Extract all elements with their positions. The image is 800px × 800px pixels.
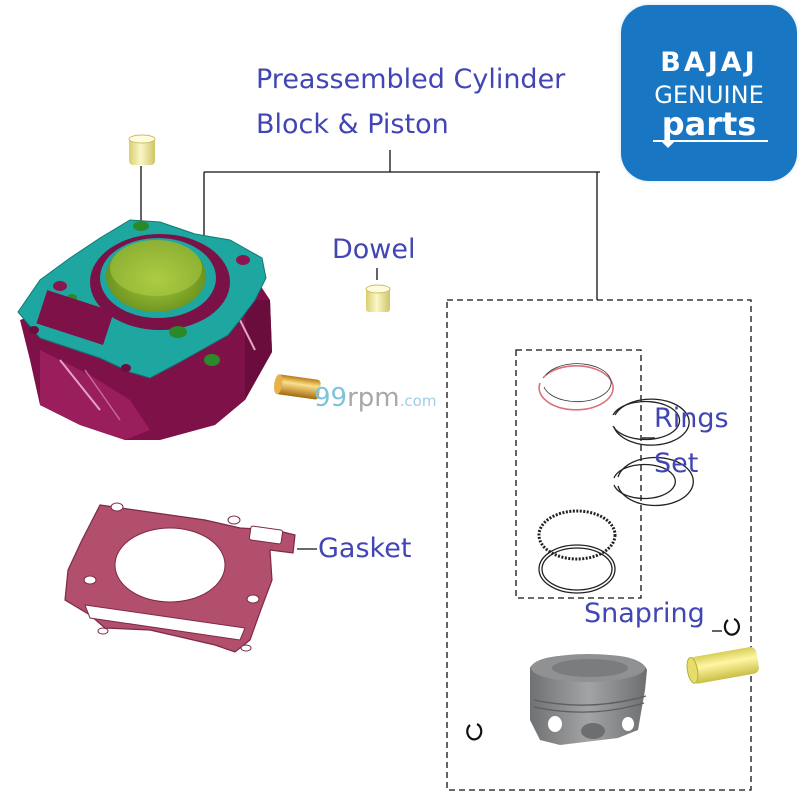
ring-oil-expander — [537, 509, 617, 561]
leader-lines — [140, 150, 722, 632]
logo-brand: BAJAJ — [660, 47, 758, 78]
logo-notch-icon — [661, 141, 675, 148]
logo-genuine: GENUINE — [654, 81, 764, 109]
ring-third — [613, 456, 694, 507]
bajaj-genuine-parts-logo: BAJAJ GENUINE parts — [621, 5, 797, 181]
label-rings: Rings — [654, 403, 729, 434]
rings-set-box — [515, 349, 642, 599]
label-rings-set: Set — [654, 448, 699, 479]
piston-icon — [530, 654, 647, 745]
dowel-top-icon — [128, 134, 156, 165]
pipe-icon — [273, 374, 321, 400]
label-assembly-line1: Preassembled Cylinder — [256, 64, 566, 95]
ring-second — [612, 398, 690, 446]
label-snapring: Snapring — [584, 598, 705, 629]
piston-group-box — [446, 299, 752, 791]
cylinder-block-icon — [17, 219, 272, 440]
logo-underline — [653, 140, 768, 142]
snapring-left-icon — [466, 723, 483, 741]
label-assembly-line2: Block & Piston — [256, 109, 449, 140]
piston-pin-icon — [686, 647, 759, 684]
dowel-icon — [365, 284, 391, 312]
label-gasket: Gasket — [318, 533, 412, 564]
snapring-right-icon — [723, 617, 740, 636]
logo-parts: parts — [661, 105, 757, 143]
ring-top — [538, 363, 614, 411]
piston-rings-icon — [537, 363, 694, 594]
ring-bottom — [538, 544, 616, 594]
gasket-icon — [64, 502, 296, 653]
watermark: 99rpm.com — [314, 383, 437, 413]
label-dowel: Dowel — [332, 234, 416, 265]
